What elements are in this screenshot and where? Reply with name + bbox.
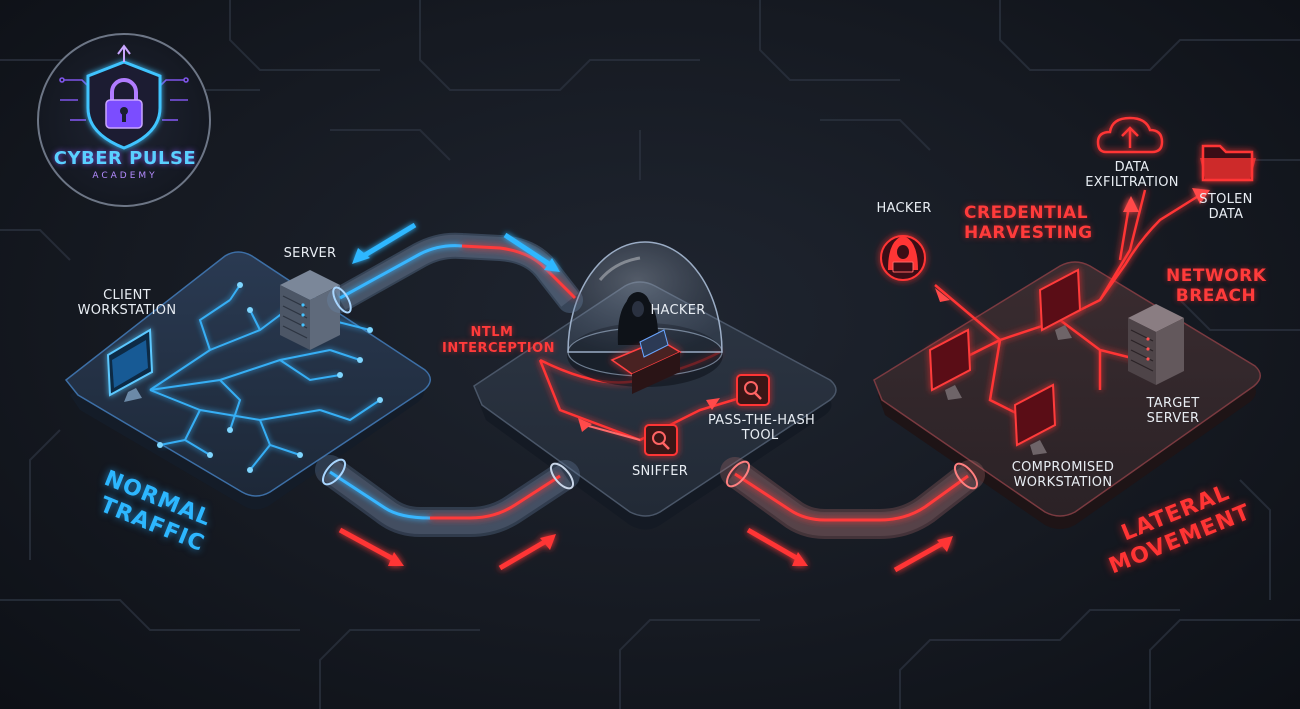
- arrow-icon: [503, 232, 560, 272]
- arrow-icon: [1123, 196, 1139, 212]
- sniffer-magnifier-icon: [644, 424, 678, 456]
- arrow-icon: [706, 398, 720, 410]
- monitor-icon: [1013, 383, 1057, 455]
- tube-bottom-left: [315, 455, 580, 537]
- label-server: SERVER: [283, 246, 337, 261]
- brand-logo: [37, 33, 211, 207]
- arrow-icon: [578, 418, 592, 432]
- flow-arrows: [338, 222, 953, 573]
- tube-bottom-right: [720, 457, 985, 539]
- arrow-icon: [1192, 188, 1210, 204]
- arrow-icon: [893, 536, 953, 573]
- tube-top: [327, 232, 583, 314]
- folder-icon: [1200, 144, 1256, 182]
- cloud-upload-icon: [1096, 116, 1164, 154]
- monitor-icon: [1038, 268, 1082, 340]
- arrow-icon: [498, 534, 556, 571]
- brand-tagline: ACADEMY: [92, 171, 158, 181]
- target-server-rack-icon: [1128, 304, 1184, 385]
- pass-the-hash-magnifier-icon: [736, 374, 770, 406]
- platform-normal: [64, 251, 431, 510]
- monitor-icon: [928, 328, 972, 400]
- platform-interception: [473, 241, 837, 530]
- arrow-icon: [352, 222, 417, 264]
- label-sniffer: SNIFFER: [631, 464, 689, 479]
- hacker-icon: [610, 292, 682, 394]
- hacker-right-icon: [880, 235, 926, 281]
- client-monitor-icon: [106, 328, 154, 402]
- workstation-monitor-icons: [928, 268, 1082, 455]
- arrow-icon: [338, 527, 404, 566]
- platform-breach: [873, 188, 1261, 529]
- label-hacker-mid: HACKER: [650, 303, 706, 318]
- label-hacker-right: HACKER: [876, 201, 932, 216]
- server-rack-icon: [280, 270, 340, 350]
- arrow-icon: [746, 527, 808, 566]
- brand-name: CYBER PULSE: [53, 148, 197, 169]
